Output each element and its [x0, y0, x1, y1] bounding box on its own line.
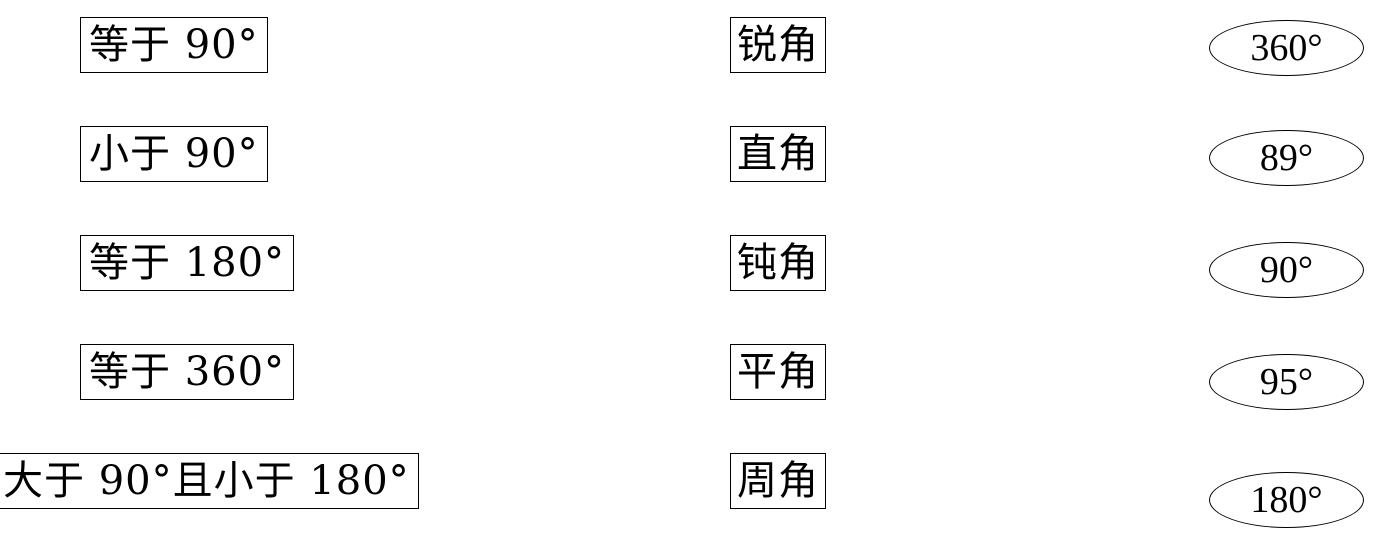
degree-oval-360[interactable]: 360° [1209, 20, 1364, 76]
property-label: 大于 90°且小于 180° [3, 458, 410, 504]
degree-oval-89[interactable]: 89° [1209, 130, 1364, 186]
property-box-less-90[interactable]: 小于 90° [80, 126, 268, 182]
degree-label: 95° [1259, 361, 1314, 403]
property-box-between-90-180[interactable]: 大于 90°且小于 180° [0, 453, 419, 509]
property-box-equal-90[interactable]: 等于 90° [80, 17, 268, 73]
degree-label: 90° [1259, 249, 1314, 291]
property-label: 等于 360° [89, 349, 286, 395]
property-label: 等于 90° [89, 22, 259, 68]
degree-label: 180° [1250, 479, 1323, 521]
property-box-equal-180[interactable]: 等于 180° [80, 235, 295, 291]
degree-label: 89° [1259, 137, 1314, 179]
degree-oval-180[interactable]: 180° [1209, 472, 1364, 528]
degree-oval-95[interactable]: 95° [1209, 354, 1364, 410]
property-label: 小于 90° [89, 131, 259, 177]
degree-oval-90[interactable]: 90° [1209, 242, 1364, 298]
angle-label: 平角 [737, 349, 819, 395]
angle-box-right[interactable]: 直角 [730, 126, 826, 182]
angle-label: 周角 [737, 458, 819, 504]
property-box-equal-360[interactable]: 等于 360° [80, 344, 295, 400]
angle-label: 锐角 [737, 22, 819, 68]
angle-box-obtuse[interactable]: 钝角 [730, 235, 826, 291]
angle-label: 钝角 [737, 240, 819, 286]
property-label: 等于 180° [89, 240, 286, 286]
angle-box-acute[interactable]: 锐角 [730, 17, 826, 73]
angle-box-straight[interactable]: 平角 [730, 344, 826, 400]
angle-box-full[interactable]: 周角 [730, 453, 826, 509]
angle-label: 直角 [737, 131, 819, 177]
degree-label: 360° [1250, 27, 1323, 69]
